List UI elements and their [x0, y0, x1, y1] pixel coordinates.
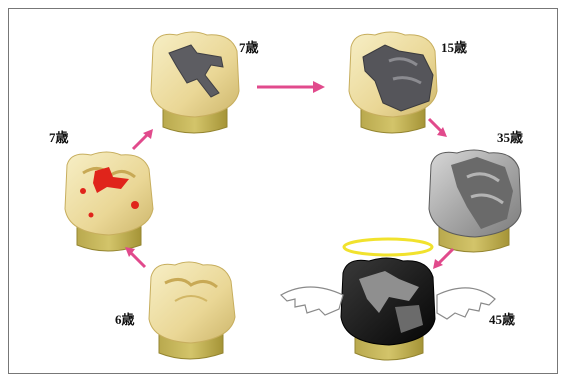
arrow-icon — [257, 81, 325, 93]
age-label-7-left: 7歳 — [49, 127, 69, 146]
tooth-lifecycle-diagram — [9, 9, 557, 373]
halo-icon — [344, 239, 432, 255]
tooth-age-7-caries — [65, 152, 153, 251]
arrow-icon — [133, 129, 153, 149]
age-label-35: 35歳 — [497, 127, 523, 146]
arrow-icon — [433, 249, 453, 269]
tooth-age-6 — [149, 262, 235, 359]
wing-icon — [437, 288, 495, 319]
age-label-6: 6歳 — [115, 309, 135, 328]
arrow-icon — [429, 119, 447, 137]
age-label-45: 45歳 — [489, 309, 515, 328]
tooth-age-45 — [341, 258, 435, 360]
age-label-7-top: 7歳 — [239, 37, 259, 56]
tooth-age-15 — [349, 32, 437, 133]
wing-icon — [281, 287, 343, 315]
tooth-age-35 — [429, 150, 521, 252]
arrow-icon — [125, 247, 145, 267]
tooth-age-7-filled — [151, 32, 239, 133]
age-label-15: 15歳 — [441, 37, 467, 56]
diagram-frame: 7歳 15歳 7歳 35歳 6歳 45歳 — [8, 8, 558, 374]
